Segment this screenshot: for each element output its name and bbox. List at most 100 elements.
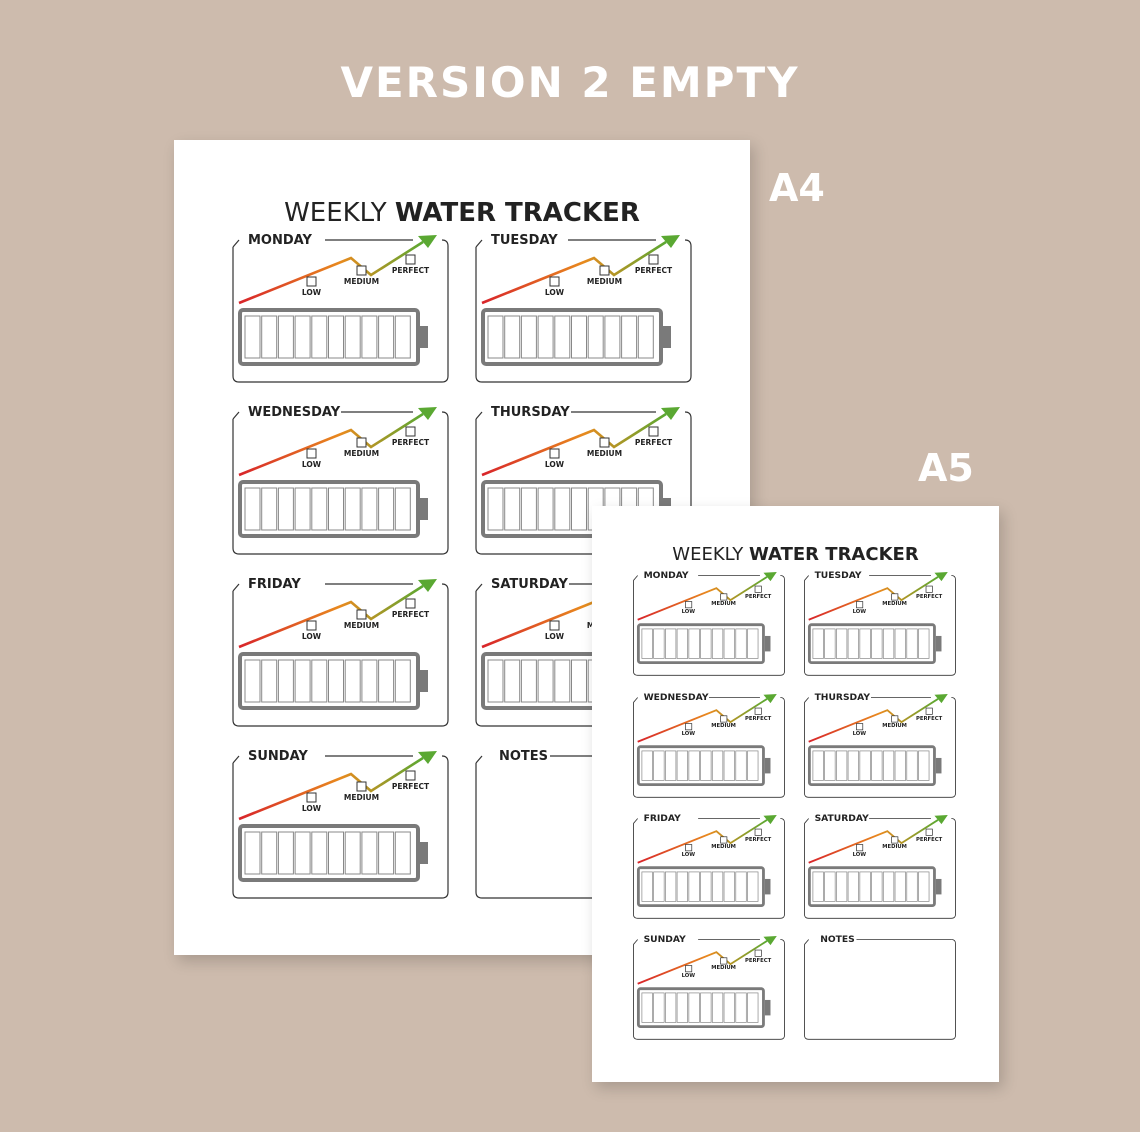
card-graphic xyxy=(633,936,785,1040)
battery-cell xyxy=(311,831,328,875)
battery-cell xyxy=(847,871,859,902)
day-name: WEDNESDAY xyxy=(247,405,342,420)
battery-cell xyxy=(665,628,677,659)
card-frame-corner xyxy=(232,583,240,592)
checkbox-label-perfect: PERFECT xyxy=(745,957,772,964)
battery-cell xyxy=(747,628,759,659)
battery-cell xyxy=(328,315,344,359)
battery-cell xyxy=(504,487,521,531)
card-frame-corner xyxy=(475,755,483,764)
card-graphic xyxy=(633,694,785,798)
tracker-title-bold: WATER TRACKER xyxy=(749,544,919,565)
battery-cell xyxy=(735,750,747,781)
checkbox-label-perfect: PERFECT xyxy=(391,782,430,791)
checkbox-medium xyxy=(356,437,367,448)
checkbox-perfect xyxy=(648,426,659,437)
arrow-head xyxy=(763,572,777,582)
battery-terminal xyxy=(764,999,771,1016)
battery-cell xyxy=(859,750,871,781)
battery-cell xyxy=(244,487,261,531)
card-graphic xyxy=(633,572,785,676)
battery-cell xyxy=(711,992,724,1023)
checkbox-label-medium: MEDIUM xyxy=(343,277,380,286)
battery-cell xyxy=(700,871,712,902)
battery-cell xyxy=(520,659,537,703)
checkbox-low xyxy=(685,601,693,609)
battery-cell xyxy=(328,831,344,875)
battery-cell xyxy=(554,659,571,703)
arrow-head xyxy=(934,815,948,825)
day-name: THURSDAY xyxy=(813,692,871,704)
battery-cell xyxy=(918,871,930,902)
checkbox-label-low: LOW xyxy=(681,852,696,859)
battery-cell xyxy=(294,487,311,531)
checkbox-low xyxy=(306,792,317,803)
tracker-title-bold: WATER TRACKER xyxy=(394,198,640,228)
battery-terminal xyxy=(935,635,942,652)
card-frame-corner xyxy=(232,755,240,764)
battery-cell xyxy=(244,831,261,875)
battery-cell xyxy=(394,659,411,703)
card-frame-corner xyxy=(804,575,809,581)
checkbox-label-medium: MEDIUM xyxy=(711,723,736,730)
battery-cell xyxy=(587,315,604,359)
battery-cell xyxy=(747,750,759,781)
checkbox-label-perfect: PERFECT xyxy=(916,593,943,600)
battery-cell xyxy=(394,487,411,531)
checkbox-label-low: LOW xyxy=(852,731,867,738)
battery-cell xyxy=(277,831,294,875)
card-frame-corner xyxy=(804,818,809,824)
checkbox-low xyxy=(856,844,864,852)
battery-cell xyxy=(711,628,724,659)
card-frame xyxy=(633,575,785,676)
checkbox-label-low: LOW xyxy=(301,288,322,297)
day-name: FRIDAY xyxy=(247,577,302,592)
battery-cell xyxy=(344,831,361,875)
card-graphic xyxy=(232,235,449,383)
battery-cell xyxy=(537,659,554,703)
arrow-head xyxy=(763,694,777,704)
card-frame-corner xyxy=(633,818,638,824)
checkbox-low xyxy=(685,965,693,973)
battery-cell xyxy=(378,831,395,875)
checkbox-medium xyxy=(599,437,610,448)
battery-cell xyxy=(688,750,700,781)
day-name: SATURDAY xyxy=(490,577,569,592)
card-frame-corner xyxy=(633,697,638,703)
checkbox-label-low: LOW xyxy=(852,852,867,859)
battery-cell xyxy=(378,487,395,531)
day-name: SUNDAY xyxy=(247,749,309,764)
battery-cell xyxy=(906,750,918,781)
card-frame-corner xyxy=(475,239,483,248)
battery-cell xyxy=(378,659,395,703)
battery-cell xyxy=(735,992,747,1023)
card-frame-corner xyxy=(804,939,809,945)
arrow-head xyxy=(661,235,680,248)
notes-label: NOTES xyxy=(498,749,550,764)
day-name: SATURDAY xyxy=(813,813,870,825)
card-graphic xyxy=(804,572,956,676)
battery-cell xyxy=(653,992,665,1023)
battery-cell xyxy=(882,871,895,902)
checkbox-label-medium: MEDIUM xyxy=(586,277,623,286)
battery-cell xyxy=(487,315,504,359)
battery-cell xyxy=(906,628,918,659)
checkbox-low xyxy=(549,276,560,287)
battery-cell xyxy=(700,750,712,781)
battery-cell xyxy=(812,871,824,902)
battery-cell xyxy=(918,750,930,781)
battery-cell xyxy=(723,750,735,781)
checkbox-perfect xyxy=(754,949,762,957)
card-graphic xyxy=(232,579,449,727)
battery-cell xyxy=(487,659,504,703)
checkbox-medium xyxy=(720,715,728,723)
battery-cell xyxy=(688,992,700,1023)
battery-terminal xyxy=(420,326,428,348)
battery-cell xyxy=(723,871,735,902)
arrow-head xyxy=(763,815,777,825)
size-label-a4: A4 xyxy=(769,166,825,210)
